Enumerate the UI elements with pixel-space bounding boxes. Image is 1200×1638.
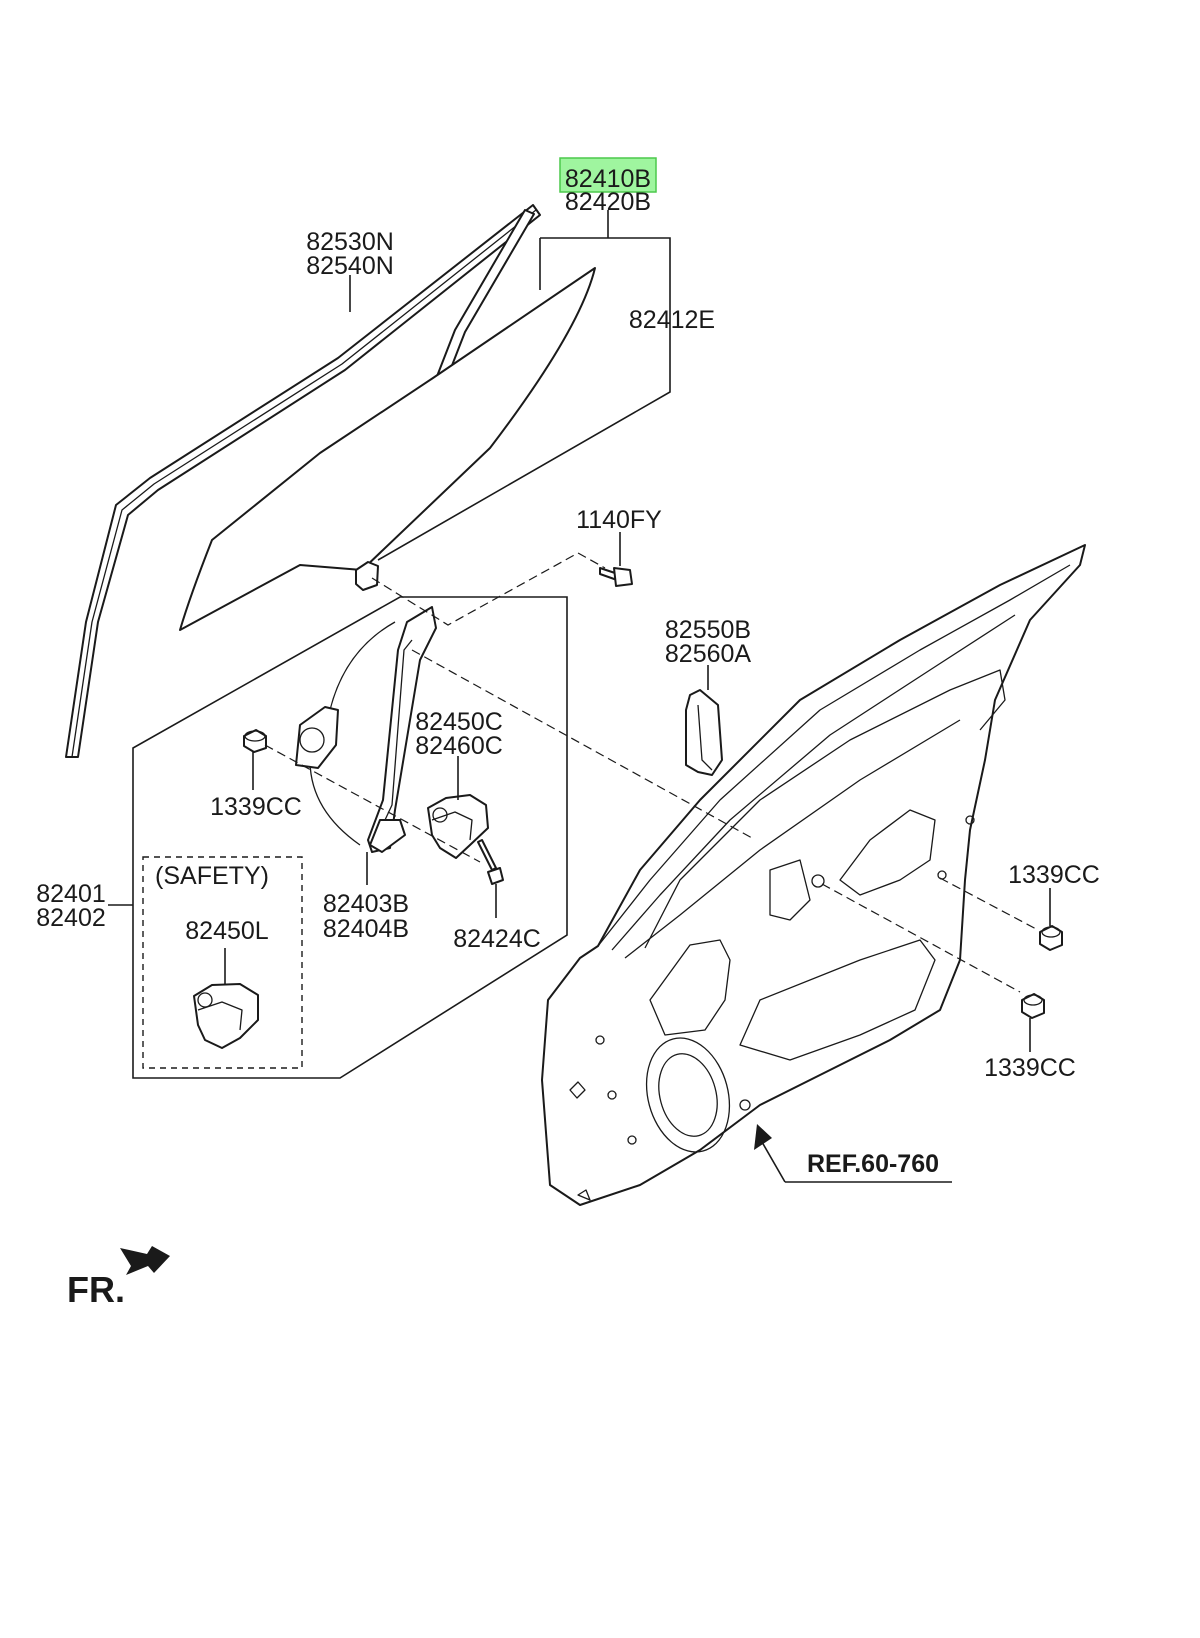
part-label-1140fy[interactable]: 1140FY [576,506,662,534]
bolt [599,567,633,587]
part-label-82410b[interactable]: 82410B [565,165,651,193]
bracket [685,689,723,776]
regulator-assembly-frame [132,596,568,1079]
part-label-82404b[interactable]: 82404B [323,915,409,943]
ref-arrow-icon [754,1124,772,1150]
part-label-82424c[interactable]: 82424C [453,925,541,953]
glass-clip [355,561,379,591]
grommet [243,729,267,753]
safety-box [142,856,303,1069]
screw [477,839,504,885]
nut-upper [1039,925,1063,951]
part-label-1339cc-upper[interactable]: 1339CC [1008,861,1100,889]
part-label-82550b[interactable]: 82550B [665,616,751,644]
regulator-motor [427,794,489,859]
leader-lines [108,210,1051,1183]
part-label-1339cc-left[interactable]: 1339CC [210,793,302,821]
part-label-82450l[interactable]: 82450L [185,917,269,945]
door-glass [179,267,596,631]
safety-motor [193,983,259,1049]
nut-lower [1021,993,1045,1019]
part-label-82403b[interactable]: 82403B [323,890,409,918]
part-label-82560a[interactable]: 82560A [665,640,752,668]
window-regulator [295,606,437,853]
front-arrow-icon [120,1246,170,1275]
part-label-82402[interactable]: 82402 [36,904,106,932]
part-label-82401[interactable]: 82401 [36,880,106,908]
part-label-1339cc-lower[interactable]: 1339CC [984,1054,1076,1082]
part-label-82412e[interactable]: 82412E [629,306,715,334]
highlight-box [559,157,657,193]
assembly-guide-lines [264,552,1039,993]
part-label-82460c[interactable]: 82460C [415,732,503,760]
safety-heading: (SAFETY) [155,862,269,890]
part-label-82420b[interactable]: 82420B [565,188,651,216]
part-label-82530n[interactable]: 82530N [306,228,394,256]
part-label-82540n[interactable]: 82540N [306,252,394,280]
door-inner-panel [541,544,1086,1206]
reference-label[interactable]: REF.60-760 [807,1150,939,1178]
front-label: FR. [67,1269,125,1310]
part-label-82450c[interactable]: 82450C [415,708,503,736]
